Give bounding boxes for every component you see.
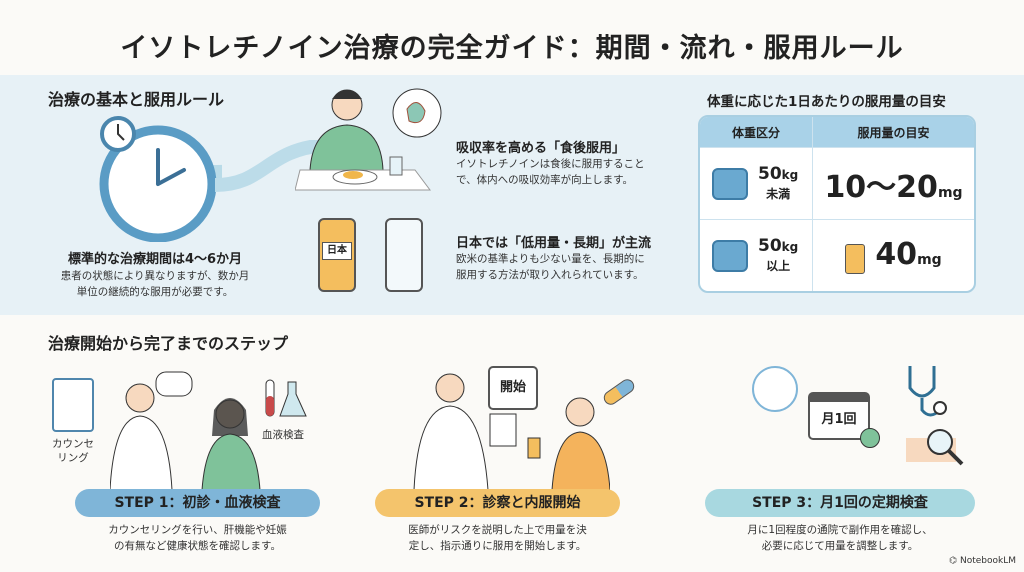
dosage-heading: 体重に応じた1日あたりの服用量の目安: [707, 94, 946, 110]
meal-text-1: イソトレチノインは食後に服用すること: [456, 158, 645, 170]
stethoscope-magnifier-icon: [906, 366, 964, 466]
step-2-text-2: 定し、指示通りに服用を開始します。: [408, 540, 587, 552]
step-1-pill: STEP 1：初診・血液検査: [75, 489, 320, 517]
weight-unit: kg: [781, 239, 799, 254]
weight: 50: [758, 163, 782, 184]
doctor-prescription-illustration: [413, 373, 610, 490]
step-1-text-2: の有無など健康状態を確認します。: [114, 540, 281, 552]
period-text-2: 単位の継続的な服用が必要です。: [76, 286, 234, 298]
dose-value: 10～20: [824, 169, 938, 205]
japan-text: 欧米の基準よりも少ない量を、長期的に服用する方法が取り入れられています。: [456, 251, 645, 283]
wave-connector: [215, 140, 325, 192]
step-3-text-2: 必要に応じて用量を調整します。: [761, 540, 919, 552]
period-text: 患者の状態により異なりますが、数か月単位の継続的な服用が必要です。: [30, 268, 280, 300]
japan-text-2: 服用する方法が取り入れられています。: [456, 269, 644, 281]
dose-value: 40: [875, 236, 918, 272]
scale-icon: [712, 239, 748, 272]
step-2-text-1: 医師がリスクを説明した上で用量を決: [408, 524, 587, 536]
doctor-patient-illustration: [110, 371, 261, 490]
steps-heading: 治療開始から完了までのステップ: [48, 334, 289, 353]
weight-qualifier: 以上: [766, 258, 791, 273]
period-title: 標準的な治療期間は4〜6か月: [67, 252, 243, 267]
step-2-text: 医師がリスクを説明した上で用量を決定し、指示通りに服用を開始します。: [360, 522, 635, 554]
weight-qualifier: 未満: [766, 186, 791, 201]
blood-test-label: 血液検査: [262, 429, 304, 441]
notebooklm-logo-icon: ⌬: [949, 556, 960, 566]
step-3-text-1: 月に1回程度の通院で副作用を確認し、: [747, 524, 933, 536]
calendar-start-icon: 開始: [488, 366, 538, 410]
page-title: イソトレチノイン治療の完全ガイド：期間・流れ・服用ルール: [120, 33, 904, 64]
dose-unit: mg: [917, 251, 942, 268]
period-text-1: 患者の状態により異なりますが、数か月: [60, 270, 250, 282]
japan-title: 日本では「低用量・長期」が主流: [456, 236, 652, 251]
col-weight: 体重区分: [700, 117, 812, 147]
counseling-label-2: リング: [57, 452, 89, 464]
step-3-text: 月に1回程度の通院で副作用を確認し、必要に応じて用量を調整します。: [700, 522, 980, 554]
calendar-monthly-icon: 月1回: [808, 392, 870, 440]
check-icon: [860, 428, 880, 448]
test-tubes-icon: [265, 379, 307, 417]
meal-title: 吸収率を高める「食後服用」: [456, 141, 626, 156]
dose-unit: mg: [937, 184, 963, 201]
col-dose: 服用量の目安: [812, 117, 974, 147]
doctor-avatar-icon: [752, 366, 798, 412]
counseling-label-1: カウンセ: [52, 438, 94, 450]
step-3-pill: STEP 3：月1回の定期検査: [705, 489, 975, 517]
western-bottle-icon: [385, 218, 423, 292]
basics-heading: 治療の基本と服用ルール: [48, 90, 225, 109]
clipboard-icon: [52, 378, 94, 432]
step-1-text: カウンセリングを行い、肝機能や妊娠の有無など健康状態を確認します。: [60, 522, 335, 554]
weight: 50: [758, 235, 782, 256]
pill-bottle-icon: [845, 244, 866, 275]
weight-unit: kg: [781, 167, 799, 182]
meal-text-2: で、体内への吸収効率が向上します。: [456, 174, 634, 186]
scale-icon: [712, 167, 748, 200]
table-row: 50kg 以上 40mg: [700, 219, 974, 291]
clock-icon: [99, 116, 222, 242]
japan-text-1: 欧米の基準よりも少ない量を、長期的に: [456, 253, 645, 265]
brand-label: NotebookLM: [959, 556, 1016, 566]
table-row: 50kg 未満 10～20mg: [700, 147, 974, 219]
japan-bottle-icon: 日本: [318, 218, 356, 292]
step-1-text-1: カウンセリングを行い、肝機能や妊娠: [108, 524, 287, 536]
notebooklm-watermark: ⌬ NotebookLM: [949, 556, 1016, 566]
counseling-label: カウンセリング: [38, 437, 108, 465]
step-2-pill: STEP 2：診察と内服開始: [375, 489, 620, 517]
bottle-label: 日本: [322, 242, 352, 260]
meal-text: イソトレチノインは食後に服用することで、体内への吸収効率が向上します。: [456, 156, 645, 188]
eating-person-illustration: [295, 88, 442, 191]
